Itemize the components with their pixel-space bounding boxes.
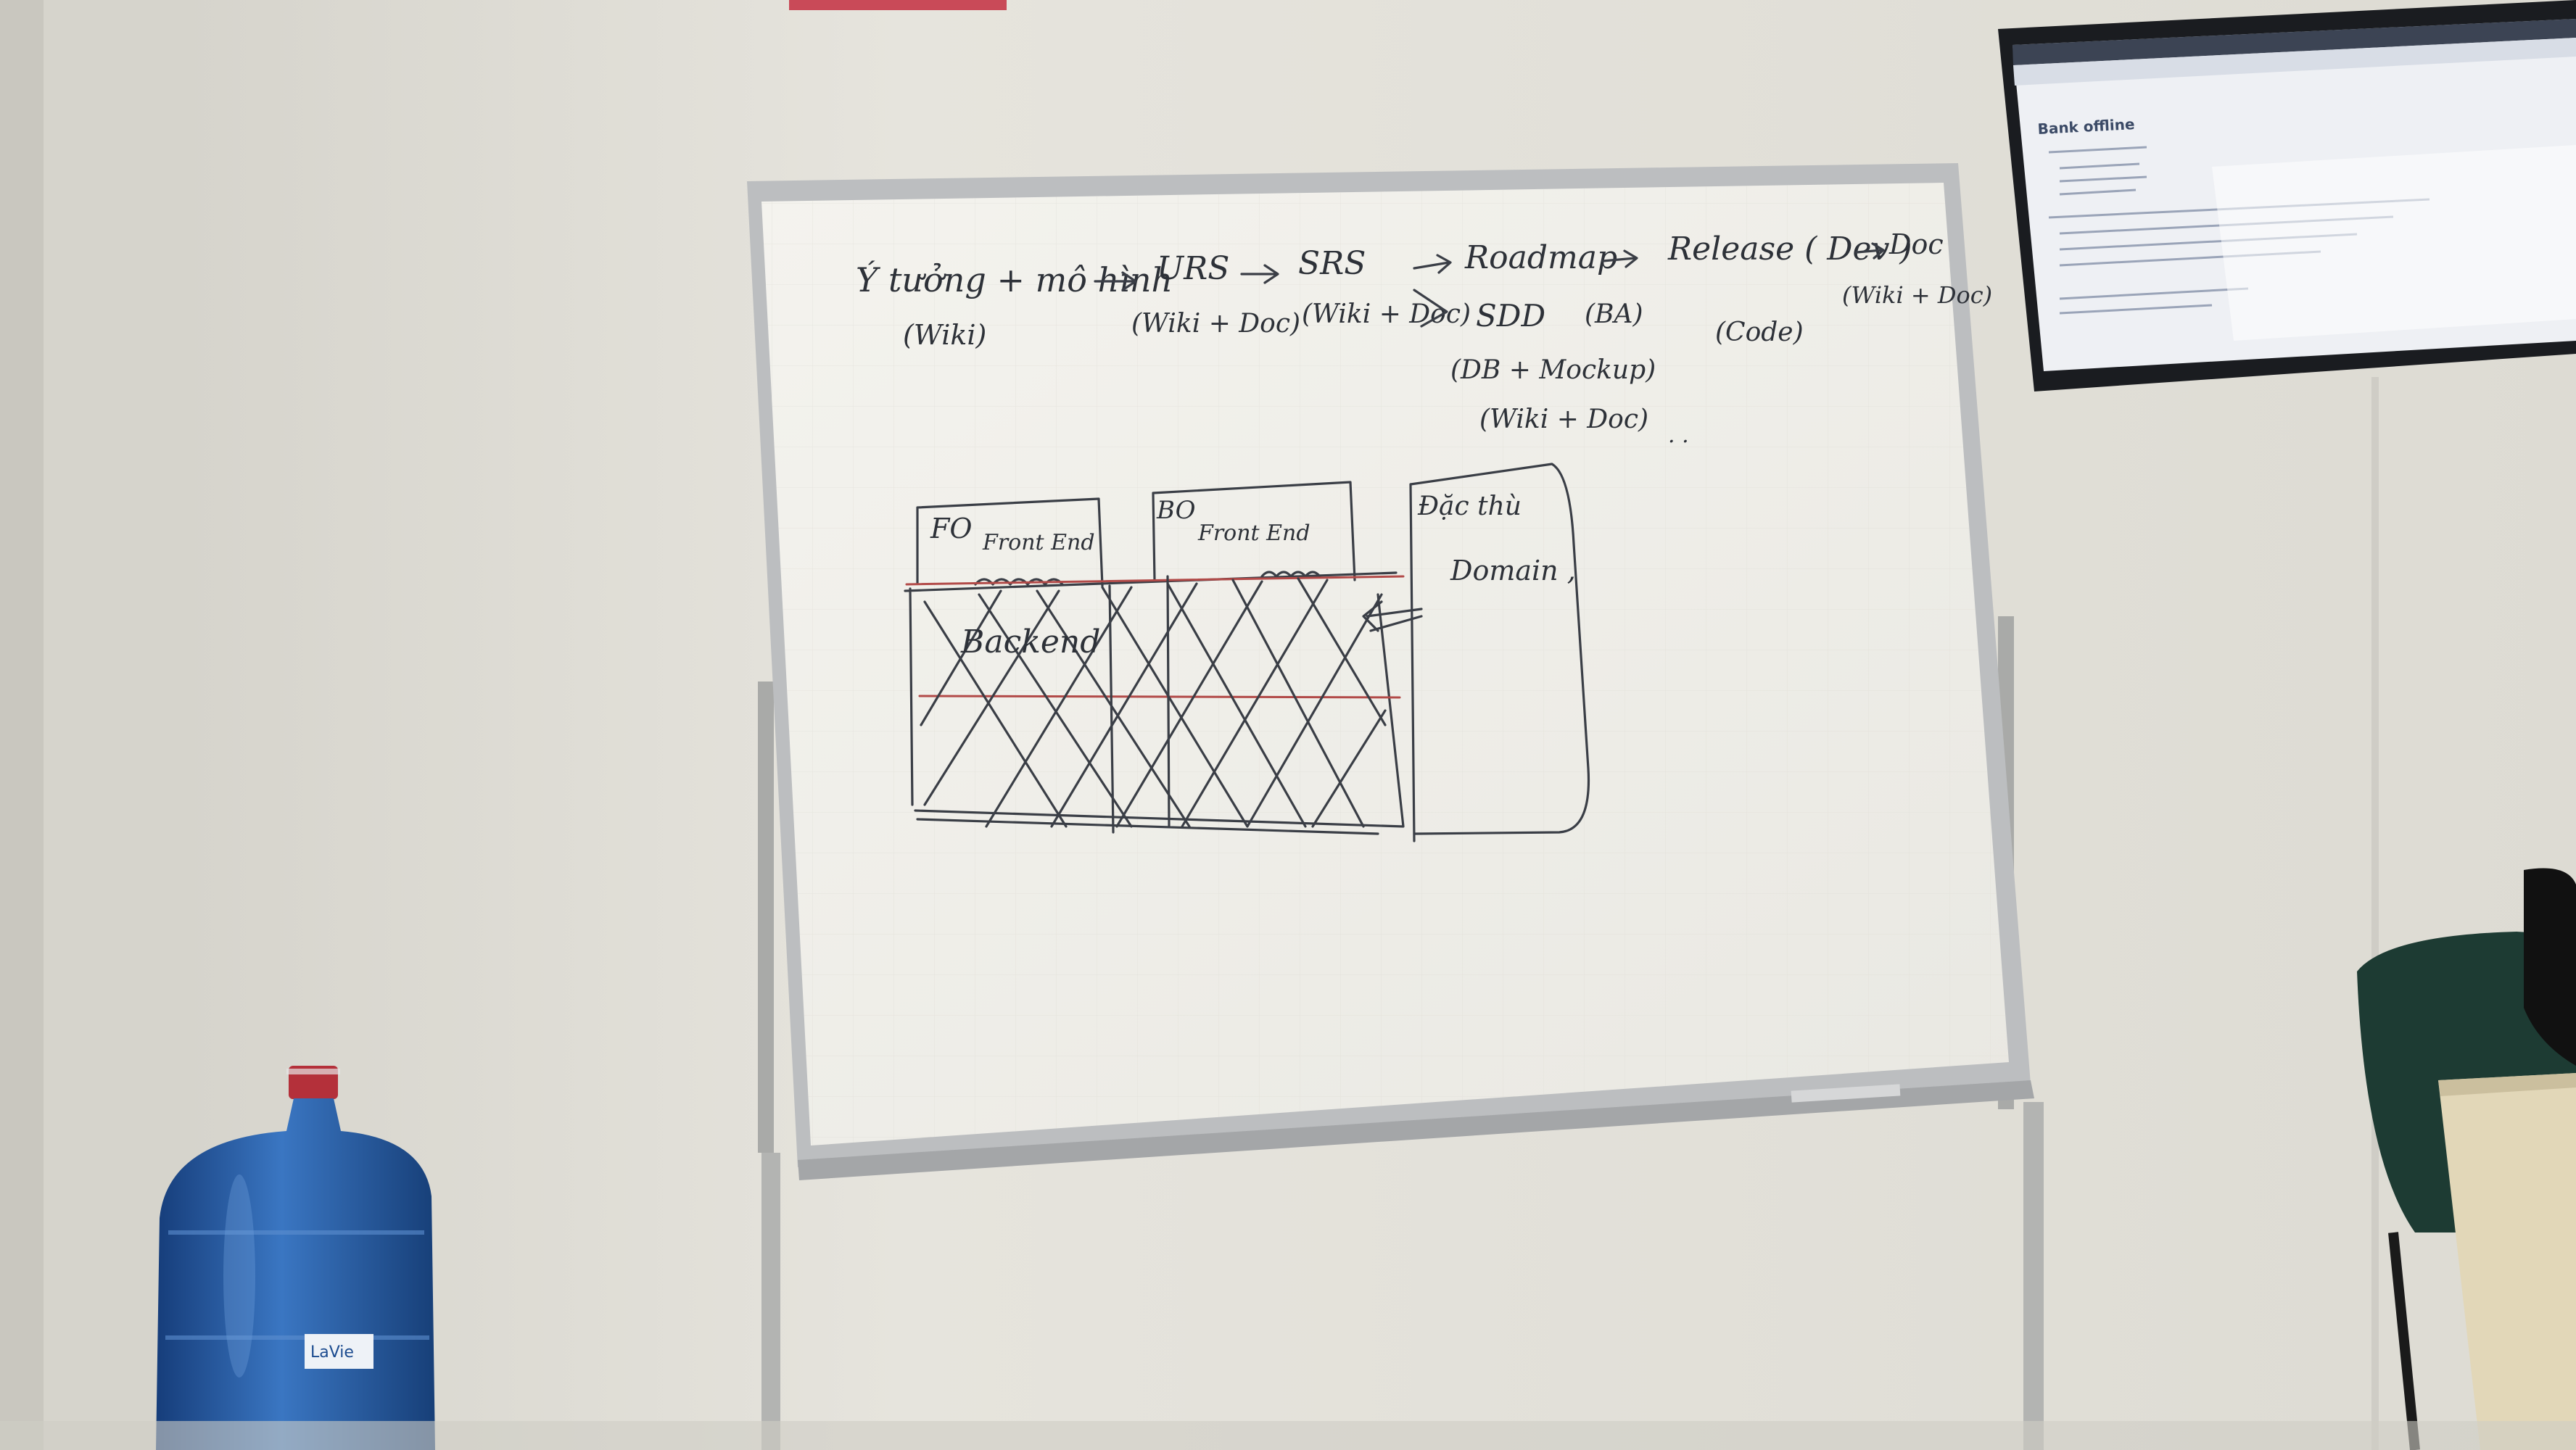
backend-dividers	[916, 575, 1379, 835]
backend-region	[904, 571, 1405, 828]
bo-subtitle: Front End	[1197, 521, 1310, 546]
person-shoulder	[2524, 868, 2576, 1066]
stand-leg-right	[2023, 1102, 2044, 1450]
step5-text: Release ( Dev )	[1667, 231, 1912, 268]
red-paper-edge	[789, 0, 1007, 10]
wall-pillar	[44, 0, 181, 1450]
arrow-5	[1855, 242, 1885, 260]
cable	[2371, 377, 2379, 1450]
fo-box	[916, 497, 1104, 587]
left-wall-edge	[0, 0, 44, 1450]
bottle-brand: LaVie	[310, 1343, 354, 1362]
stand-leg-left	[761, 1153, 780, 1450]
step5-note: (Code)	[1715, 318, 1804, 347]
screen-glare	[2212, 145, 2576, 341]
step4d-note: (Wiki + Doc)	[1479, 405, 1648, 434]
red-line-top	[905, 575, 1405, 586]
domain-box	[1409, 463, 1590, 842]
backend-label: Backend	[960, 624, 1100, 660]
marker-tray	[798, 1080, 2034, 1180]
ellipsis-mark: . .	[1668, 423, 1689, 448]
step4b-text: SDD	[1476, 298, 1545, 334]
domain-title: Đặc thù	[1417, 492, 1522, 521]
wall-monitor: Bank offline	[1998, 0, 2576, 392]
bottle-label	[305, 1334, 373, 1369]
stand-post-left	[758, 682, 774, 1153]
step3-note: (Wiki + Doc)	[1302, 299, 1471, 329]
architecture-diagram: FO Front End BO Front End Backend Đặc th…	[904, 463, 1590, 842]
workflow-notes: Ý tưởng + mô hình (Wiki) URS (Wiki + Doc…	[856, 228, 1992, 448]
arrow-4	[1601, 249, 1638, 268]
floor-edge	[0, 1421, 2576, 1450]
desk	[2438, 1073, 2576, 1450]
step1-note: (Wiki)	[903, 319, 986, 351]
marker	[1791, 1084, 1901, 1103]
step4-text: Roadmap	[1464, 239, 1617, 276]
bo-box	[1152, 481, 1356, 581]
step4b-note: (BA)	[1585, 299, 1643, 329]
fo-title: FO	[930, 513, 973, 544]
arrow-branch	[1413, 289, 1448, 328]
step2-text: URS	[1157, 250, 1229, 287]
step6-text: Doc	[1888, 228, 1944, 260]
red-line-middle	[918, 695, 1401, 699]
arrow-1	[1094, 271, 1137, 291]
bo-title: BO	[1156, 496, 1196, 525]
arrow-3	[1413, 254, 1452, 274]
arrow-2	[1240, 264, 1279, 284]
step1-text: Ý tưởng + mô hình	[856, 260, 1173, 299]
browser-toolbar	[2013, 38, 2576, 86]
hatching	[920, 577, 1387, 828]
water-bottle: LaVie	[156, 1066, 435, 1450]
browser-tabbar	[2012, 19, 2576, 65]
domain-subtitle: Domain ,	[1450, 555, 1576, 587]
fo-subtitle: Front End	[982, 530, 1095, 555]
step6-note: (Wiki + Doc)	[1842, 281, 1992, 309]
step3-text: SRS	[1298, 245, 1366, 282]
step2-note: (Wiki + Doc)	[1131, 309, 1300, 339]
step4c-note: (DB + Mockup)	[1450, 355, 1656, 385]
